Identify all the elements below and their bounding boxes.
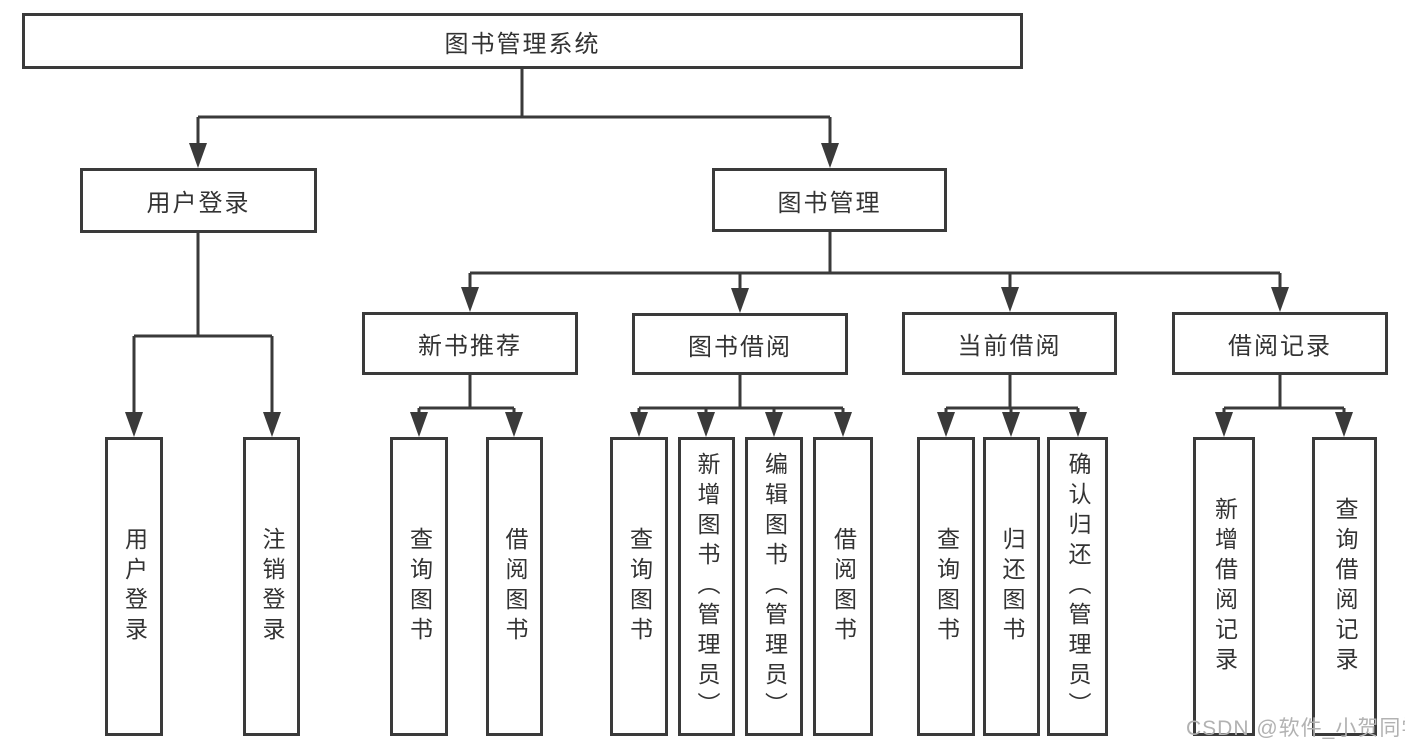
node-label: 归还图书 xyxy=(999,526,1025,647)
connector-new-book-recommend-to-leaves xyxy=(410,375,523,437)
node-user-login: 用户登录 xyxy=(80,168,317,233)
leaf-edit-books-admin: 编辑图书（管理员） xyxy=(745,437,803,736)
node-label: 用户登录 xyxy=(146,190,251,217)
connector-book-borrowing-to-leaves xyxy=(630,375,852,437)
connector-current-borrowing-to-leaves xyxy=(937,375,1087,437)
node-book-borrowing: 图书借阅 xyxy=(632,313,848,375)
node-label: 用户登录 xyxy=(121,526,148,647)
leaf-logout: 注销登录 xyxy=(243,437,300,736)
leaf-borrow-books-borrowing: 借阅图书 xyxy=(813,437,873,736)
node-label: 借阅图书 xyxy=(502,526,528,647)
leaf-query-books-borrowing: 查询图书 xyxy=(610,437,668,736)
node-label: 新增借阅记录 xyxy=(1211,496,1238,677)
connector-borrowing-records-to-leaves xyxy=(1215,375,1353,437)
leaf-confirm-return-admin: 确认归还（管理员） xyxy=(1047,437,1108,736)
leaf-add-borrow-record: 新增借阅记录 xyxy=(1193,437,1255,736)
node-label: 新增图书（管理员） xyxy=(694,451,720,722)
connector-root-to-level2 xyxy=(189,69,839,168)
leaf-query-books-recommend: 查询图书 xyxy=(390,437,448,736)
node-label: 借阅记录 xyxy=(1228,333,1332,360)
node-label: 查询图书 xyxy=(406,526,433,647)
connector-user-login-to-leaves xyxy=(125,233,281,437)
watermark-text: CSDN @软件_小贺同学 xyxy=(1186,717,1405,740)
leaf-return-books: 归还图书 xyxy=(983,437,1040,736)
node-book-management: 图书管理 xyxy=(712,168,947,232)
node-label: 新书推荐 xyxy=(418,333,522,360)
node-label: 注销登录 xyxy=(259,526,285,647)
node-library-system: 图书管理系统 xyxy=(22,13,1023,69)
node-label: 确认归还（管理员） xyxy=(1065,451,1091,722)
node-new-book-recommend: 新书推荐 xyxy=(362,312,578,375)
leaf-query-books-current: 查询图书 xyxy=(917,437,975,736)
connector-book-management-to-level3 xyxy=(461,232,1289,313)
leaf-add-books-admin: 新增图书（管理员） xyxy=(678,437,735,736)
node-current-borrowing: 当前借阅 xyxy=(902,312,1117,375)
node-label: 查询图书 xyxy=(626,526,653,647)
node-label: 编辑图书（管理员） xyxy=(761,451,788,722)
node-label: 当前借阅 xyxy=(957,333,1062,360)
node-label: 查询图书 xyxy=(933,526,960,647)
node-label: 查询借阅记录 xyxy=(1332,496,1358,677)
node-borrowing-records: 借阅记录 xyxy=(1172,312,1388,375)
leaf-borrow-books-recommend: 借阅图书 xyxy=(486,437,543,736)
leaf-user-login: 用户登录 xyxy=(105,437,163,736)
leaf-query-borrow-record: 查询借阅记录 xyxy=(1312,437,1377,736)
node-label: 图书管理 xyxy=(777,189,882,217)
node-label: 借阅图书 xyxy=(830,526,857,647)
node-label: 图书管理系统 xyxy=(444,30,601,58)
node-label: 图书借阅 xyxy=(688,333,792,361)
